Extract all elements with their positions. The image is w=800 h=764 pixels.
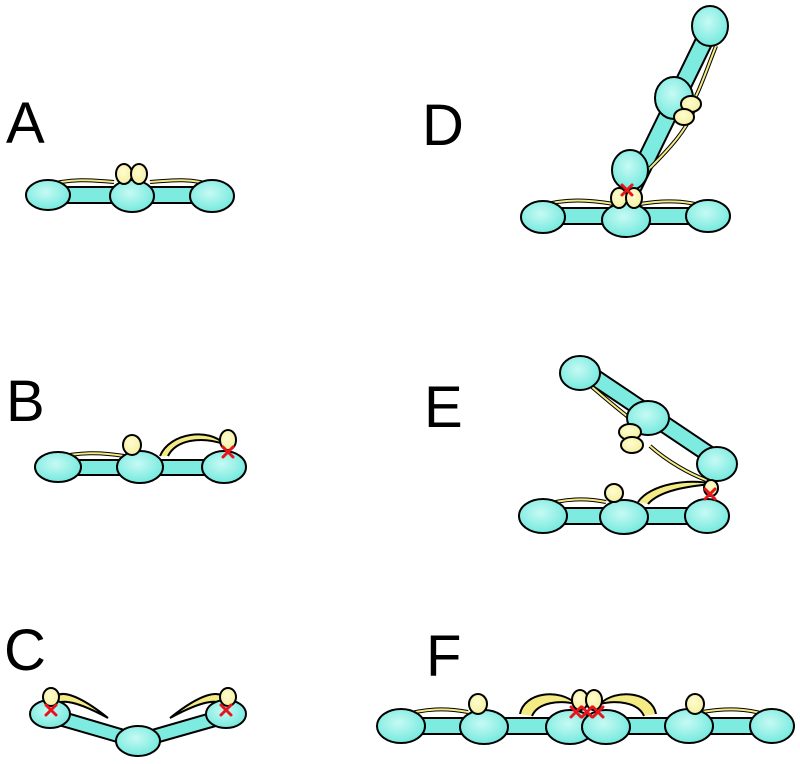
panel-label-e: E bbox=[424, 375, 463, 440]
protein bbox=[219, 687, 237, 707]
node bbox=[189, 179, 235, 213]
node bbox=[520, 200, 566, 234]
protein bbox=[685, 693, 705, 715]
node bbox=[518, 498, 568, 534]
protein bbox=[122, 434, 142, 456]
node bbox=[581, 709, 631, 745]
node bbox=[115, 725, 161, 757]
protein bbox=[42, 687, 60, 707]
protein bbox=[620, 436, 644, 454]
node bbox=[611, 149, 649, 191]
node bbox=[201, 450, 247, 484]
protein bbox=[130, 163, 148, 185]
panel-e: E bbox=[424, 355, 738, 535]
panel-f: F bbox=[376, 624, 795, 745]
panel-c: C bbox=[4, 618, 247, 757]
node bbox=[109, 179, 155, 213]
node bbox=[685, 199, 731, 233]
node bbox=[691, 5, 729, 47]
node bbox=[116, 450, 164, 484]
node bbox=[559, 355, 601, 391]
protein bbox=[115, 163, 133, 185]
protein bbox=[673, 108, 695, 126]
node bbox=[599, 499, 649, 535]
node bbox=[684, 498, 730, 534]
node bbox=[34, 451, 82, 483]
node bbox=[696, 446, 738, 482]
strand-loop bbox=[53, 693, 109, 719]
panel-label-b: B bbox=[6, 369, 45, 434]
node bbox=[601, 202, 651, 238]
node bbox=[664, 708, 714, 744]
panel-label-d: D bbox=[422, 93, 464, 158]
panel-label-c: C bbox=[4, 618, 46, 683]
panel-label-a: A bbox=[6, 91, 45, 156]
panel-label-f: F bbox=[426, 624, 461, 689]
strand-loop bbox=[169, 693, 227, 719]
protein bbox=[604, 483, 624, 503]
panel-a: A bbox=[6, 91, 235, 213]
node bbox=[25, 179, 71, 211]
protein bbox=[468, 693, 488, 715]
node bbox=[749, 708, 795, 744]
panel-d: D bbox=[422, 5, 731, 238]
node bbox=[376, 708, 426, 744]
panel-b: B bbox=[6, 369, 247, 484]
node bbox=[459, 709, 509, 745]
